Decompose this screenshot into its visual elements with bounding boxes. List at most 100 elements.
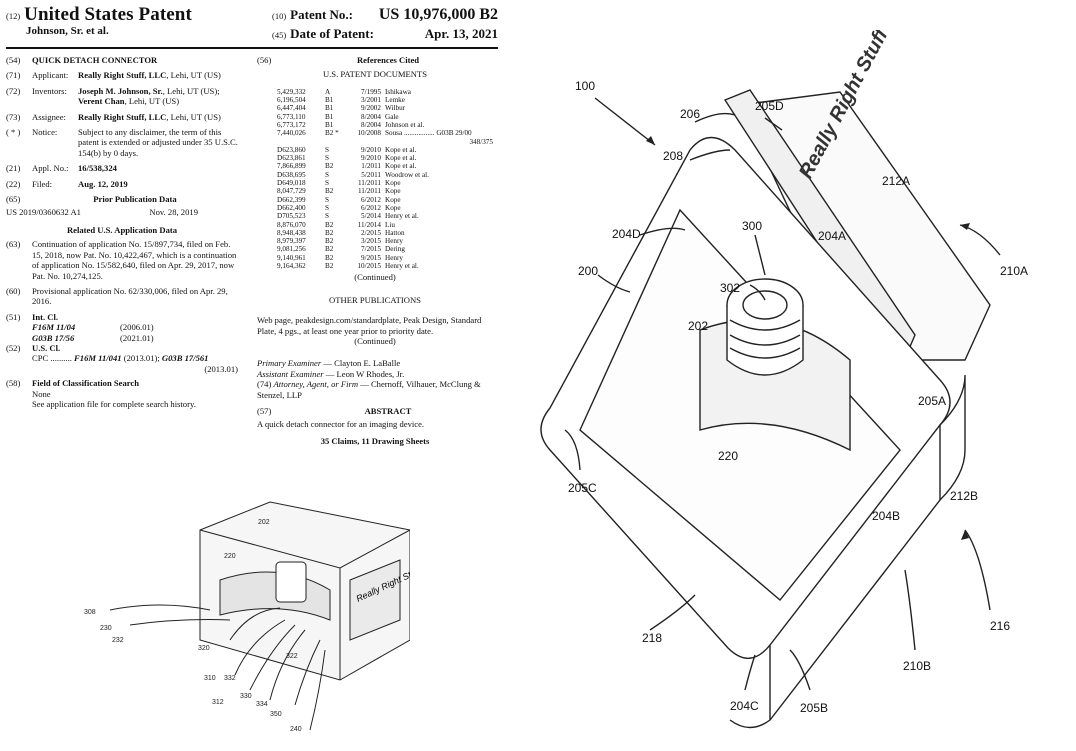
header-rule — [6, 47, 498, 49]
ref-date: 5/2011 — [361, 170, 381, 179]
label-220: 220 — [718, 449, 738, 463]
us-cl-list: CPC .......... F16M 11/041 (2013.01); G0… — [32, 353, 238, 374]
stud-body — [726, 305, 804, 376]
ref-name: Liu — [385, 220, 395, 229]
field-52: (52) U.S. Cl. — [6, 342, 61, 353]
label-200: 200 — [578, 264, 598, 278]
applicant-name: Really Right Stuff, LLC — [78, 70, 167, 81]
ref-kind: S — [325, 154, 329, 163]
ref-name: Kope — [385, 179, 401, 188]
ref-kind: B1 — [325, 96, 334, 105]
ref-date: 9/2002 — [361, 104, 381, 113]
ref-name: Kope — [385, 203, 401, 212]
ref-kind: B2 — [325, 162, 334, 171]
invention-title: QUICK DETACH CONNECTOR — [32, 55, 158, 65]
code-12: (12) — [6, 11, 21, 22]
ref-number: D662,399 — [277, 195, 306, 204]
other-publications-title: OTHER PUBLICATIONS — [329, 294, 421, 305]
label-320: 320 — [198, 645, 210, 652]
ref-date: 11/2014 — [357, 220, 381, 229]
field-58-values: None See application file for complete s… — [32, 388, 196, 409]
leader-302 — [749, 284, 766, 301]
field-21: (21) Appl. No.: 16/538,324 — [6, 163, 238, 173]
abstract-title: (57) ABSTRACT — [257, 406, 412, 416]
field-notice: ( * ) Notice: Subject to any disclaimer,… — [6, 127, 238, 158]
ref-kind: B2 — [325, 237, 334, 246]
ref-kind: B2 — [325, 245, 334, 254]
prior-publication-row: US 2019/0360632 A1 Nov. 28, 2019 — [6, 207, 198, 218]
label-100: 100 — [575, 79, 595, 93]
label-218: 218 — [642, 631, 662, 645]
primary-examiner: Primary Examiner — Clayton E. LaBalle — [257, 358, 401, 369]
figure-leader — [309, 649, 326, 731]
inventor-line: Johnson, Sr. et al. — [26, 25, 109, 37]
assistant-examiner: Assistant Examiner — Leon W Rhodes, Jr. — [257, 368, 405, 379]
leader-204d — [639, 227, 686, 236]
ref-number: 9,140,961 — [277, 253, 306, 262]
ref-name: Johnson et al. — [385, 121, 425, 129]
ref-kind: S — [325, 170, 329, 179]
label-240: 240 — [290, 726, 302, 733]
ref-kind: B1 — [325, 104, 334, 113]
figure-leader — [249, 624, 296, 691]
leader-208 — [689, 149, 731, 161]
field-63: (63) Continuation of application No. 15/… — [6, 239, 237, 281]
label-205b: 205B — [800, 701, 828, 715]
label-212b: 212B — [950, 489, 978, 503]
arrowhead — [961, 530, 969, 540]
patent-type-title: United States Patent — [24, 4, 192, 25]
label-332: 332 — [224, 675, 236, 682]
label-210b: 210B — [903, 659, 931, 673]
patent-number: US 10,976,000 B2 — [378, 6, 498, 23]
leader-216 — [964, 529, 991, 611]
date-label: Date of Patent: — [290, 26, 374, 41]
main-figure: Really Right Stuff 100 206 205D 208 204D… — [520, 23, 1070, 746]
ref-date: 3/2015 — [361, 237, 381, 246]
claims-line: 35 Claims, 11 Drawing Sheets — [320, 435, 430, 446]
field-22: (22) Filed: Aug. 12, 2019 — [6, 179, 238, 189]
ref-date: 8/2004 — [361, 112, 381, 121]
ref-name: Ishikawa — [385, 87, 411, 96]
header-left: (12)United States Patent — [6, 4, 192, 26]
ref-number: 8,948,438 — [277, 228, 306, 237]
label-205a: 205A — [918, 394, 946, 408]
ref-date: 5/2014 — [361, 212, 381, 221]
biblio-column: (54) QUICK DETACH CONNECTOR (71) Applica… — [6, 55, 238, 409]
ref-kind: S — [325, 195, 329, 204]
ref-date: 2/2015 — [361, 228, 381, 237]
ref-name: Lemke — [385, 96, 405, 105]
leader-210a — [959, 224, 1001, 256]
label-230: 230 — [100, 625, 112, 632]
us-patent-documents-title: U.S. PATENT DOCUMENTS — [322, 69, 428, 80]
figure-side-plate — [349, 559, 401, 641]
ref-name: Dering — [385, 245, 405, 254]
code-10: (10) — [272, 11, 287, 22]
attorney: (74) Attorney, Agent, or Firm — Chernoff… — [257, 379, 481, 400]
leader-206 — [694, 112, 736, 123]
ref-number: D649,018 — [277, 179, 306, 188]
figure-leader — [294, 639, 321, 706]
ref-date: 10/2008 — [357, 129, 381, 138]
stud-thread — [729, 319, 801, 359]
leader-205b — [789, 649, 811, 691]
references-column: (56) References Cited U.S. PATENT DOCUME… — [257, 55, 493, 446]
ref-number: 8,047,729 — [277, 187, 306, 196]
label-204a: 204A — [818, 229, 846, 243]
label-308: 308 — [84, 609, 96, 616]
ref-number: 6,773,110 — [277, 112, 306, 121]
ref-name: Hatton — [385, 228, 405, 237]
ref-number: D638,695 — [277, 170, 306, 179]
ref-number: 9,164,362 — [277, 262, 306, 271]
ref-number: 8,979,397 — [277, 237, 306, 246]
ref-date: 8/2004 — [361, 121, 381, 129]
ref-number: D623,861 — [277, 154, 306, 163]
